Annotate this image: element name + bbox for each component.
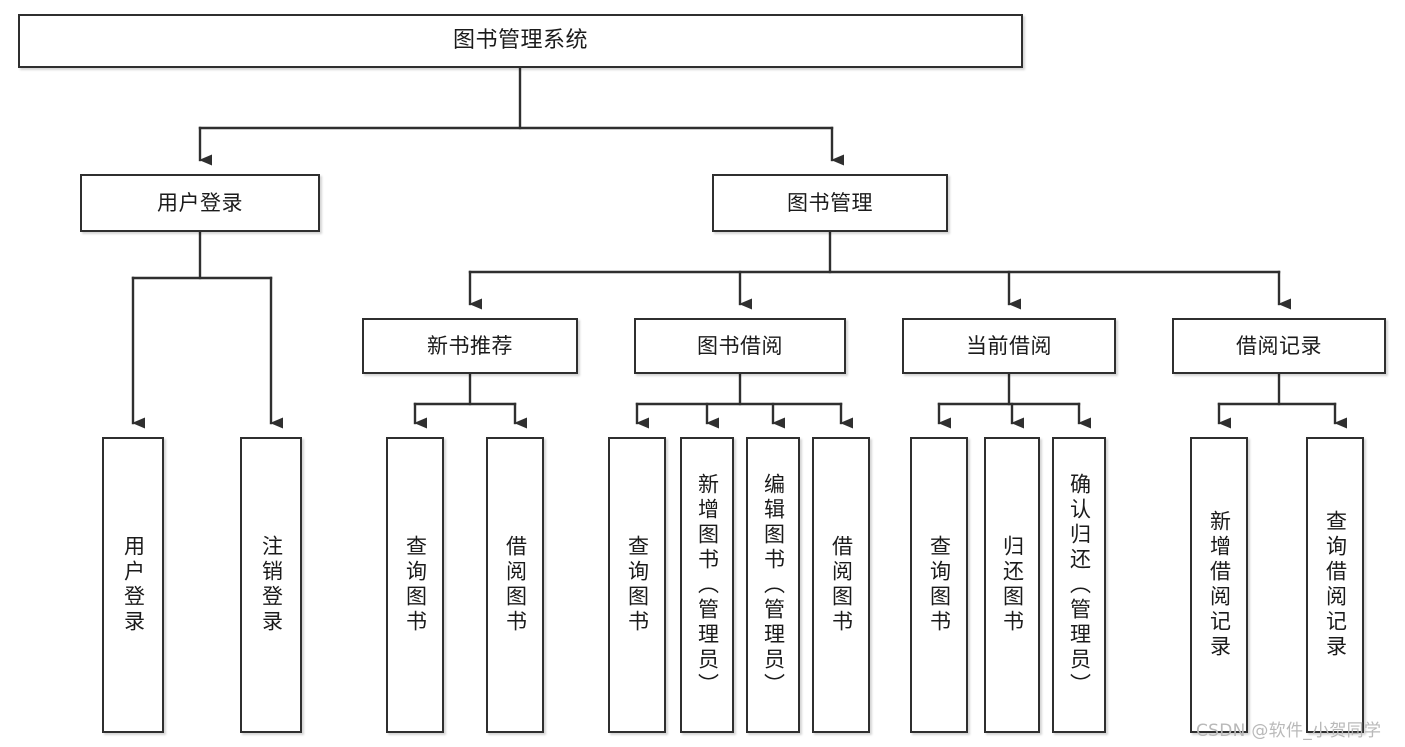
node-book-borrow-label: 图书借阅 [697,333,783,358]
leaf-add-book[interactable]: 新增图书（管理员） [680,437,734,733]
leaf-add-record-label: 新增借阅记录 [1207,510,1232,660]
leaf-borrow-book-b[interactable]: 借阅图书 [812,437,870,733]
node-book-manage-label: 图书管理 [787,190,873,215]
leaf-query-book-a-label: 查询图书 [403,535,428,635]
leaf-borrow-book-a-label: 借阅图书 [503,535,528,635]
csdn-watermark: CSDN @软件_小贺同学 [1196,721,1382,741]
leaf-logout-label: 注销登录 [259,535,284,635]
leaf-query-book-b[interactable]: 查询图书 [608,437,666,733]
leaf-query-book-c[interactable]: 查询图书 [910,437,968,733]
node-book-manage[interactable]: 图书管理 [712,174,948,232]
leaf-confirm-return[interactable]: 确认归还（管理员） [1052,437,1106,733]
leaf-query-record[interactable]: 查询借阅记录 [1306,437,1364,733]
node-user-login-label: 用户登录 [157,190,243,215]
leaf-query-record-label: 查询借阅记录 [1323,510,1348,660]
node-user-login[interactable]: 用户登录 [80,174,320,232]
leaf-return-book[interactable]: 归还图书 [984,437,1040,733]
node-new-book-recommend[interactable]: 新书推荐 [362,318,578,374]
node-book-borrow[interactable]: 图书借阅 [634,318,846,374]
node-root-label: 图书管理系统 [452,28,588,54]
leaf-add-book-label: 新增图书（管理员） [695,472,720,698]
leaf-query-book-a[interactable]: 查询图书 [386,437,444,733]
leaf-query-book-c-label: 查询图书 [927,535,952,635]
node-current-borrow[interactable]: 当前借阅 [902,318,1116,374]
leaf-return-book-label: 归还图书 [1000,535,1025,635]
leaf-edit-book[interactable]: 编辑图书（管理员） [746,437,800,733]
node-new-book-recommend-label: 新书推荐 [427,333,513,358]
leaf-add-record[interactable]: 新增借阅记录 [1190,437,1248,733]
leaf-borrow-book-a[interactable]: 借阅图书 [486,437,544,733]
node-root[interactable]: 图书管理系统 [18,14,1023,68]
node-borrow-record[interactable]: 借阅记录 [1172,318,1386,374]
leaf-user-login-label: 用户登录 [121,535,146,635]
leaf-user-login[interactable]: 用户登录 [102,437,164,733]
leaf-logout[interactable]: 注销登录 [240,437,302,733]
node-current-borrow-label: 当前借阅 [966,333,1052,358]
leaf-confirm-return-label: 确认归还（管理员） [1067,472,1092,698]
leaf-edit-book-label: 编辑图书（管理员） [761,472,786,698]
leaf-query-book-b-label: 查询图书 [625,535,650,635]
leaf-borrow-book-b-label: 借阅图书 [829,535,854,635]
node-borrow-record-label: 借阅记录 [1236,333,1322,358]
